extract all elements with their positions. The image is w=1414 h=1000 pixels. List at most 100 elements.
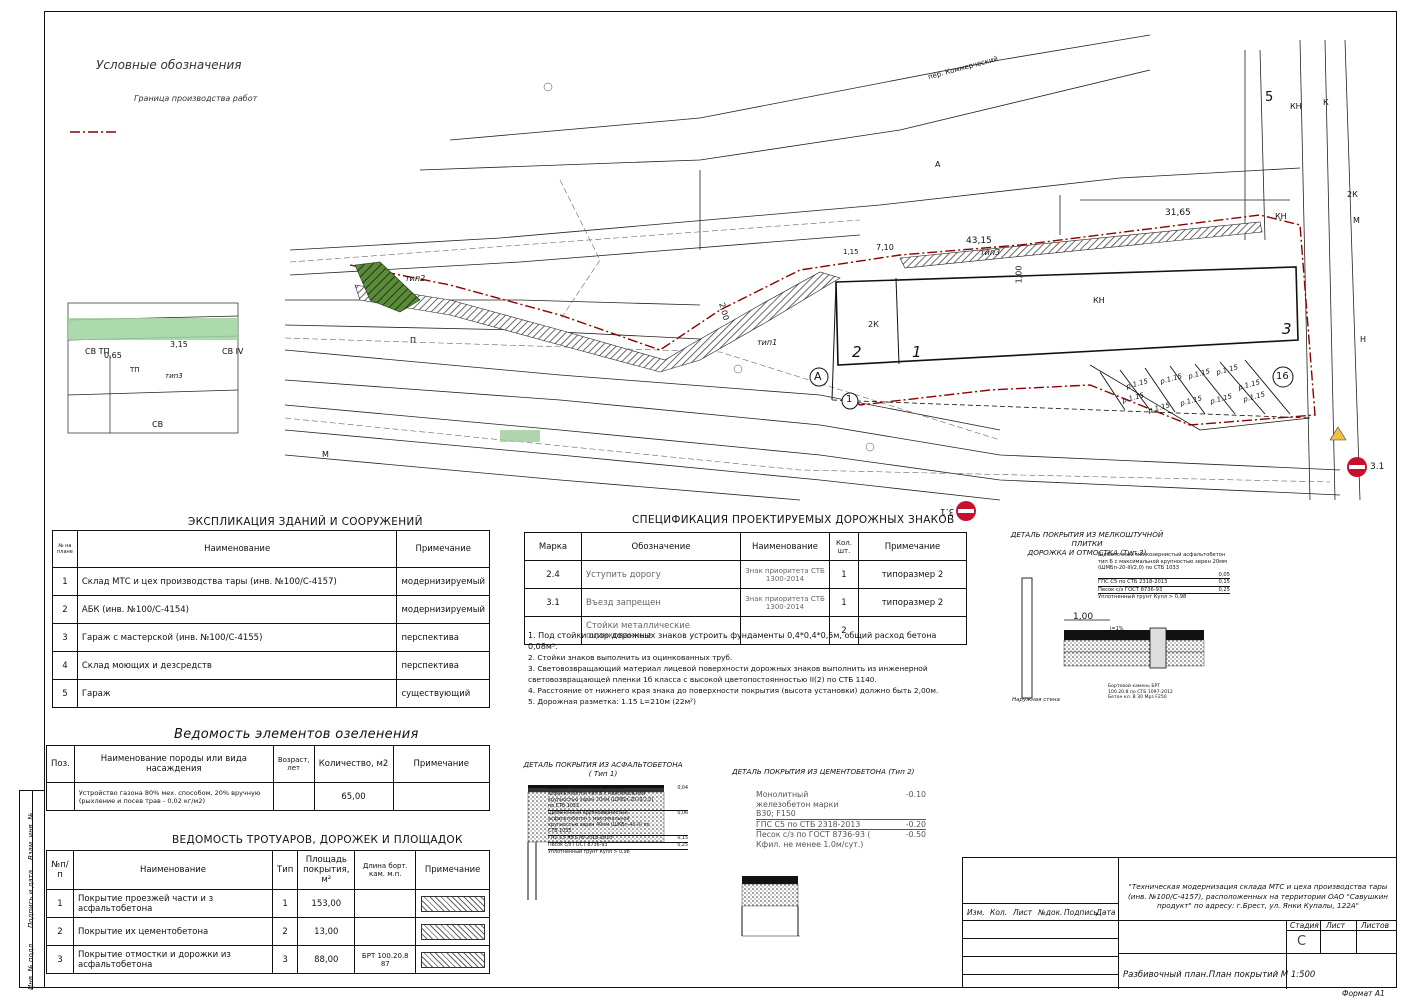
zone-label-5: 5 xyxy=(1265,90,1274,105)
zone-label-a: А xyxy=(935,160,941,169)
axis-label-2: 2 xyxy=(852,343,862,361)
col-header-age: Возраст, лет xyxy=(272,745,315,783)
note-3: 3. Световозвращающий материал лицевой по… xyxy=(528,664,928,684)
detail3-slope: i=1% xyxy=(1110,626,1124,632)
project-name: "Техническая модернизация склада МТС и ц… xyxy=(1128,882,1388,910)
axis-label-a: А xyxy=(814,370,822,383)
detail3-wall-label: Наружная стена xyxy=(1012,697,1060,703)
inset-label-cb-tp: СВ ТП xyxy=(85,347,110,356)
zone-label-p: П xyxy=(410,336,417,345)
type3-label: тип3 xyxy=(980,248,1001,257)
col-header-pos: Поз. xyxy=(46,745,75,783)
zone-label-n: Н xyxy=(1360,335,1367,344)
detail1-layers: Щебеночный мелкозернистый асфальтобетон … xyxy=(548,786,688,855)
hatch-swatch xyxy=(420,951,485,968)
hatch-swatch xyxy=(420,923,485,940)
inset-label-tp: ТП xyxy=(130,366,140,374)
zone-label-k: К xyxy=(1323,98,1329,107)
no-entry-sign-icon xyxy=(1347,457,1367,477)
paving-table: №п/п Наименование Тип Площадь покрытия, … xyxy=(46,850,490,974)
stamp-col-doc: №док. xyxy=(1038,908,1063,917)
stamp-col-date: Дата xyxy=(1096,908,1116,917)
col-header-note: Примечание xyxy=(392,745,491,783)
type1-label: тип1 xyxy=(757,338,778,347)
col-header-curb: Длина борт. кам. м.п. xyxy=(354,850,417,890)
sign-label-31-right: 3.1 xyxy=(1370,462,1385,472)
col-header-desig: Обозначение xyxy=(581,532,741,561)
col-header-area: Площадь покрытия, м² xyxy=(297,850,356,890)
hatch-swatch xyxy=(420,895,485,912)
col-header-name: Наименование xyxy=(76,530,398,568)
zone-label-m: М xyxy=(1353,216,1360,225)
col-header-note: Примечание xyxy=(415,850,490,890)
type2-label: тип2 xyxy=(405,274,426,283)
signs-title: СПЕЦИФИКАЦИЯ ПРОЕКТИРУЕМЫХ ДОРОЖНЫХ ЗНАК… xyxy=(632,514,955,526)
sheet-title: Разбивочный план.План покрытий М 1:500 xyxy=(1123,970,1316,980)
note-2: 2. Стойки знаков выполнить из оцинкованн… xyxy=(528,653,733,662)
dimension-3165: 31,65 xyxy=(1165,208,1191,218)
title-block: Изм. Кол. Лист №док. Подпись Дата "Техни… xyxy=(962,857,1397,989)
signs-table: Марка Обозначение Наименование Кол. шт. … xyxy=(524,532,967,645)
note-1: 1. Под стойки опор дорожных знаков устро… xyxy=(528,631,937,651)
col-header-no: № на плане xyxy=(52,530,78,568)
detail2-title: ДЕТАЛЬ ПОКРЫТИЯ ИЗ ЦЕМЕНТОБЕТОНА (Тип 2) xyxy=(732,767,915,776)
dimension-115: 1,15 xyxy=(843,248,859,256)
zone-label-kn-top: КН xyxy=(1290,102,1302,111)
stamp-col-sign: Подпись xyxy=(1064,908,1098,917)
side-stamp: Инв. № подл. Подпись и дата Взам. инв. № xyxy=(19,790,44,990)
detail2-layers: Монолитный железобетон марки В30; F150-0… xyxy=(756,790,926,849)
col-header-note: Примечание xyxy=(858,532,967,561)
col-header-mark: Марка xyxy=(524,532,582,561)
legend-title: Условные обозначения xyxy=(96,58,242,72)
detail1-title: ДЕТАЛЬ ПОКРЫТИЯ ИЗ АСФАЛЬТОБЕТОНА ( Тип … xyxy=(523,760,683,778)
dimension-4315: 43,15 xyxy=(966,236,992,246)
col-header-type: Тип xyxy=(271,850,299,890)
dimension-100: 1,00 xyxy=(1014,265,1024,284)
zone-label-2k: 2К xyxy=(1347,190,1358,199)
inset-dimension-2: 0,65 xyxy=(104,351,122,360)
col-header-name: Наименование породы или вида насаждения xyxy=(73,745,274,783)
zone-label-kn-right: КН xyxy=(1275,212,1287,221)
building-label-kn: КН xyxy=(1093,296,1105,305)
format-label: Формат А1 xyxy=(1342,989,1385,998)
axis-label-3: 3 xyxy=(1282,320,1292,338)
axis-label-1-circle: 1 xyxy=(846,394,853,405)
col-header-qty: Кол. шт. xyxy=(829,532,859,561)
legend-boundary-label: Граница производства работ xyxy=(134,94,258,103)
note-5: 5. Дорожная разметка: 1.15 L=210м (22м²) xyxy=(528,697,696,706)
greening-title: Ведомость элементов озеленения xyxy=(174,727,419,742)
detail3-curb-label: Бортовой камень БРТ 100.20.8 по СТБ 1097… xyxy=(1108,684,1173,701)
no-entry-sign-icon xyxy=(956,501,976,521)
inset-label-cb: СВ xyxy=(152,420,164,429)
detail3-dimension: 1,00 xyxy=(1073,612,1094,622)
col-header-note: Примечание xyxy=(396,530,490,568)
stamp-col-kol: Кол. xyxy=(990,908,1008,917)
stage-header: Стадия xyxy=(1290,921,1319,930)
col-header-no: №п/п xyxy=(46,850,74,890)
axis-label-1: 1 xyxy=(912,343,922,361)
axis-label-16: 16 xyxy=(1276,371,1289,382)
sheet-header: Лист xyxy=(1326,921,1346,930)
zone-label-m-left: М xyxy=(322,450,329,459)
drawing-frame xyxy=(44,11,1397,988)
explication-title: ЭКСПЛИКАЦИЯ ЗДАНИЙ И СООРУЖЕНИЙ xyxy=(188,516,423,528)
col-header-qty: Количество, м2 xyxy=(313,745,394,783)
inset-label-cb-iv: СВ IV xyxy=(222,347,244,356)
table-row: Устройство газона 80% мех. способом, 20%… xyxy=(46,782,491,811)
stage-value: С xyxy=(1297,934,1307,949)
col-header-name: Наименование xyxy=(740,532,830,561)
greening-table: Поз. Наименование породы или вида насажд… xyxy=(46,745,491,811)
inset-dimension: 3,15 xyxy=(170,340,188,349)
